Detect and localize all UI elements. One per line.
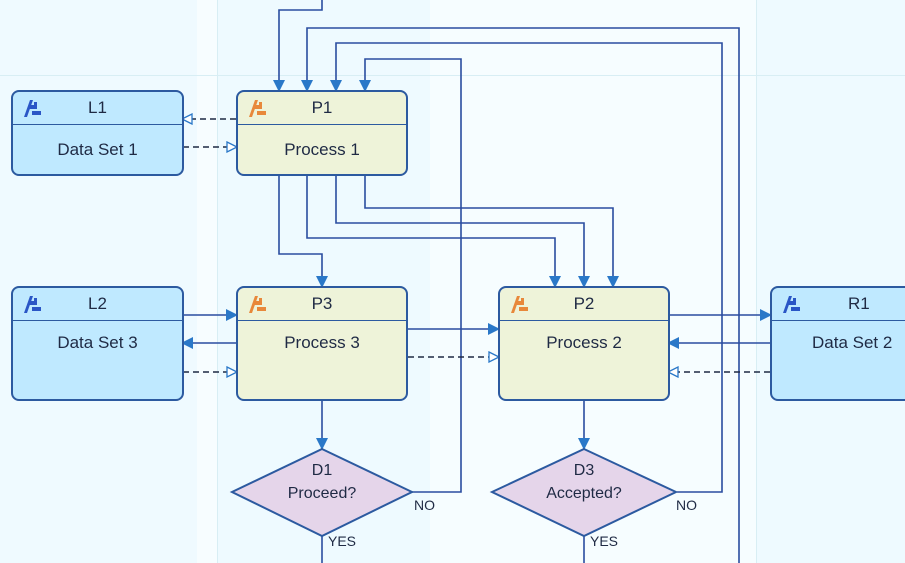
process-icon [511, 296, 528, 313]
edge-label-d1-yes: YES [328, 533, 356, 549]
process-p2-id: P2 [573, 294, 595, 313]
decision-d3-shape[interactable] [489, 447, 679, 538]
edge-p1-p2-b [335, 175, 590, 288]
process-p1-label: Process 1 [284, 139, 360, 159]
datastore-icon [783, 296, 800, 313]
edge-p1-p2-a [306, 175, 561, 288]
decision-d1-shape[interactable] [229, 447, 415, 538]
datastore-icon [24, 100, 41, 117]
datastore-l2-id: L2 [88, 294, 107, 313]
process-icon [249, 100, 266, 117]
decision-d3-label: Accepted? [546, 485, 622, 502]
decision-d3-id: D3 [574, 462, 595, 479]
datastore-l2[interactable]: L2 Data Set 3 [11, 286, 184, 401]
process-p3-header: P3 [238, 288, 406, 321]
row-divider [0, 75, 905, 76]
process-p3-id: P3 [311, 294, 333, 313]
edge-d1-no [359, 58, 462, 493]
process-p1[interactable]: P1 Process 1 [236, 90, 408, 176]
process-p1-id: P1 [311, 98, 333, 117]
process-p3[interactable]: P3 Process 3 [236, 286, 408, 401]
lane-right [756, 0, 905, 563]
decision-d1-id: D1 [312, 462, 333, 479]
decision-d1[interactable]: D1 Proceed? [229, 447, 415, 538]
datastore-r1-label: Data Set 2 [812, 332, 893, 352]
edge-label-d3-yes: YES [590, 533, 618, 549]
decision-d3[interactable]: D3 Accepted? [489, 447, 679, 538]
datastore-l1-id: L1 [88, 98, 107, 117]
edge-label-d1-no: NO [414, 497, 435, 513]
edge-in-p1-a [273, 0, 323, 92]
datastore-l1-header: L1 [13, 92, 182, 125]
datastore-l1-label: Data Set 1 [57, 139, 138, 159]
datastore-l2-header: L2 [13, 288, 182, 321]
datastore-l1[interactable]: L1 Data Set 1 [11, 90, 184, 176]
process-icon [249, 296, 266, 313]
edge-p1-p3 [278, 175, 328, 288]
lane-gap [197, 0, 217, 563]
datastore-icon [24, 296, 41, 313]
edge-label-d3-no: NO [676, 497, 697, 513]
datastore-l2-label: Data Set 3 [57, 332, 138, 352]
datastore-r1-id: R1 [848, 294, 870, 313]
decision-d1-label: Proceed? [288, 485, 357, 502]
edge-p1-p2-c [364, 175, 619, 288]
process-p1-header: P1 [238, 92, 406, 125]
process-p3-label: Process 3 [284, 332, 360, 352]
datastore-r1[interactable]: R1 Data Set 2 [770, 286, 905, 401]
edge-loop-outer [301, 27, 740, 563]
process-p2[interactable]: P2 Process 2 [498, 286, 670, 401]
edge-d3-no [330, 42, 723, 493]
datastore-r1-header: R1 [772, 288, 905, 321]
process-p2-header: P2 [500, 288, 668, 321]
process-p2-label: Process 2 [546, 332, 622, 352]
